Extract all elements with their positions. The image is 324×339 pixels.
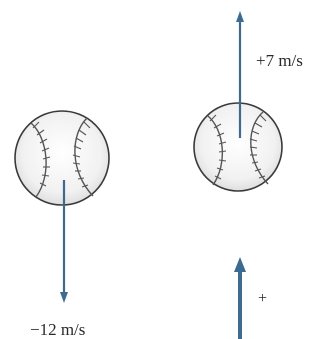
left-stitches	[32, 121, 91, 188]
positive-direction-arrow	[234, 257, 246, 339]
left-arrowhead	[60, 292, 68, 303]
left-baseball	[14, 110, 110, 206]
right-arrowhead	[236, 11, 244, 22]
right-stitches	[209, 114, 267, 180]
positive-direction-label: +	[258, 290, 267, 307]
positive-arrowhead	[234, 257, 246, 272]
left-velocity-arrow	[60, 180, 68, 303]
left-seam-right	[74, 117, 94, 197]
right-velocity-arrow	[236, 11, 244, 138]
left-velocity-label: −12 m/s	[30, 320, 85, 339]
left-seam-left	[30, 122, 47, 198]
right-baseball	[193, 102, 283, 192]
right-seam-left	[207, 115, 224, 186]
right-velocity-label: +7 m/s	[256, 51, 303, 70]
